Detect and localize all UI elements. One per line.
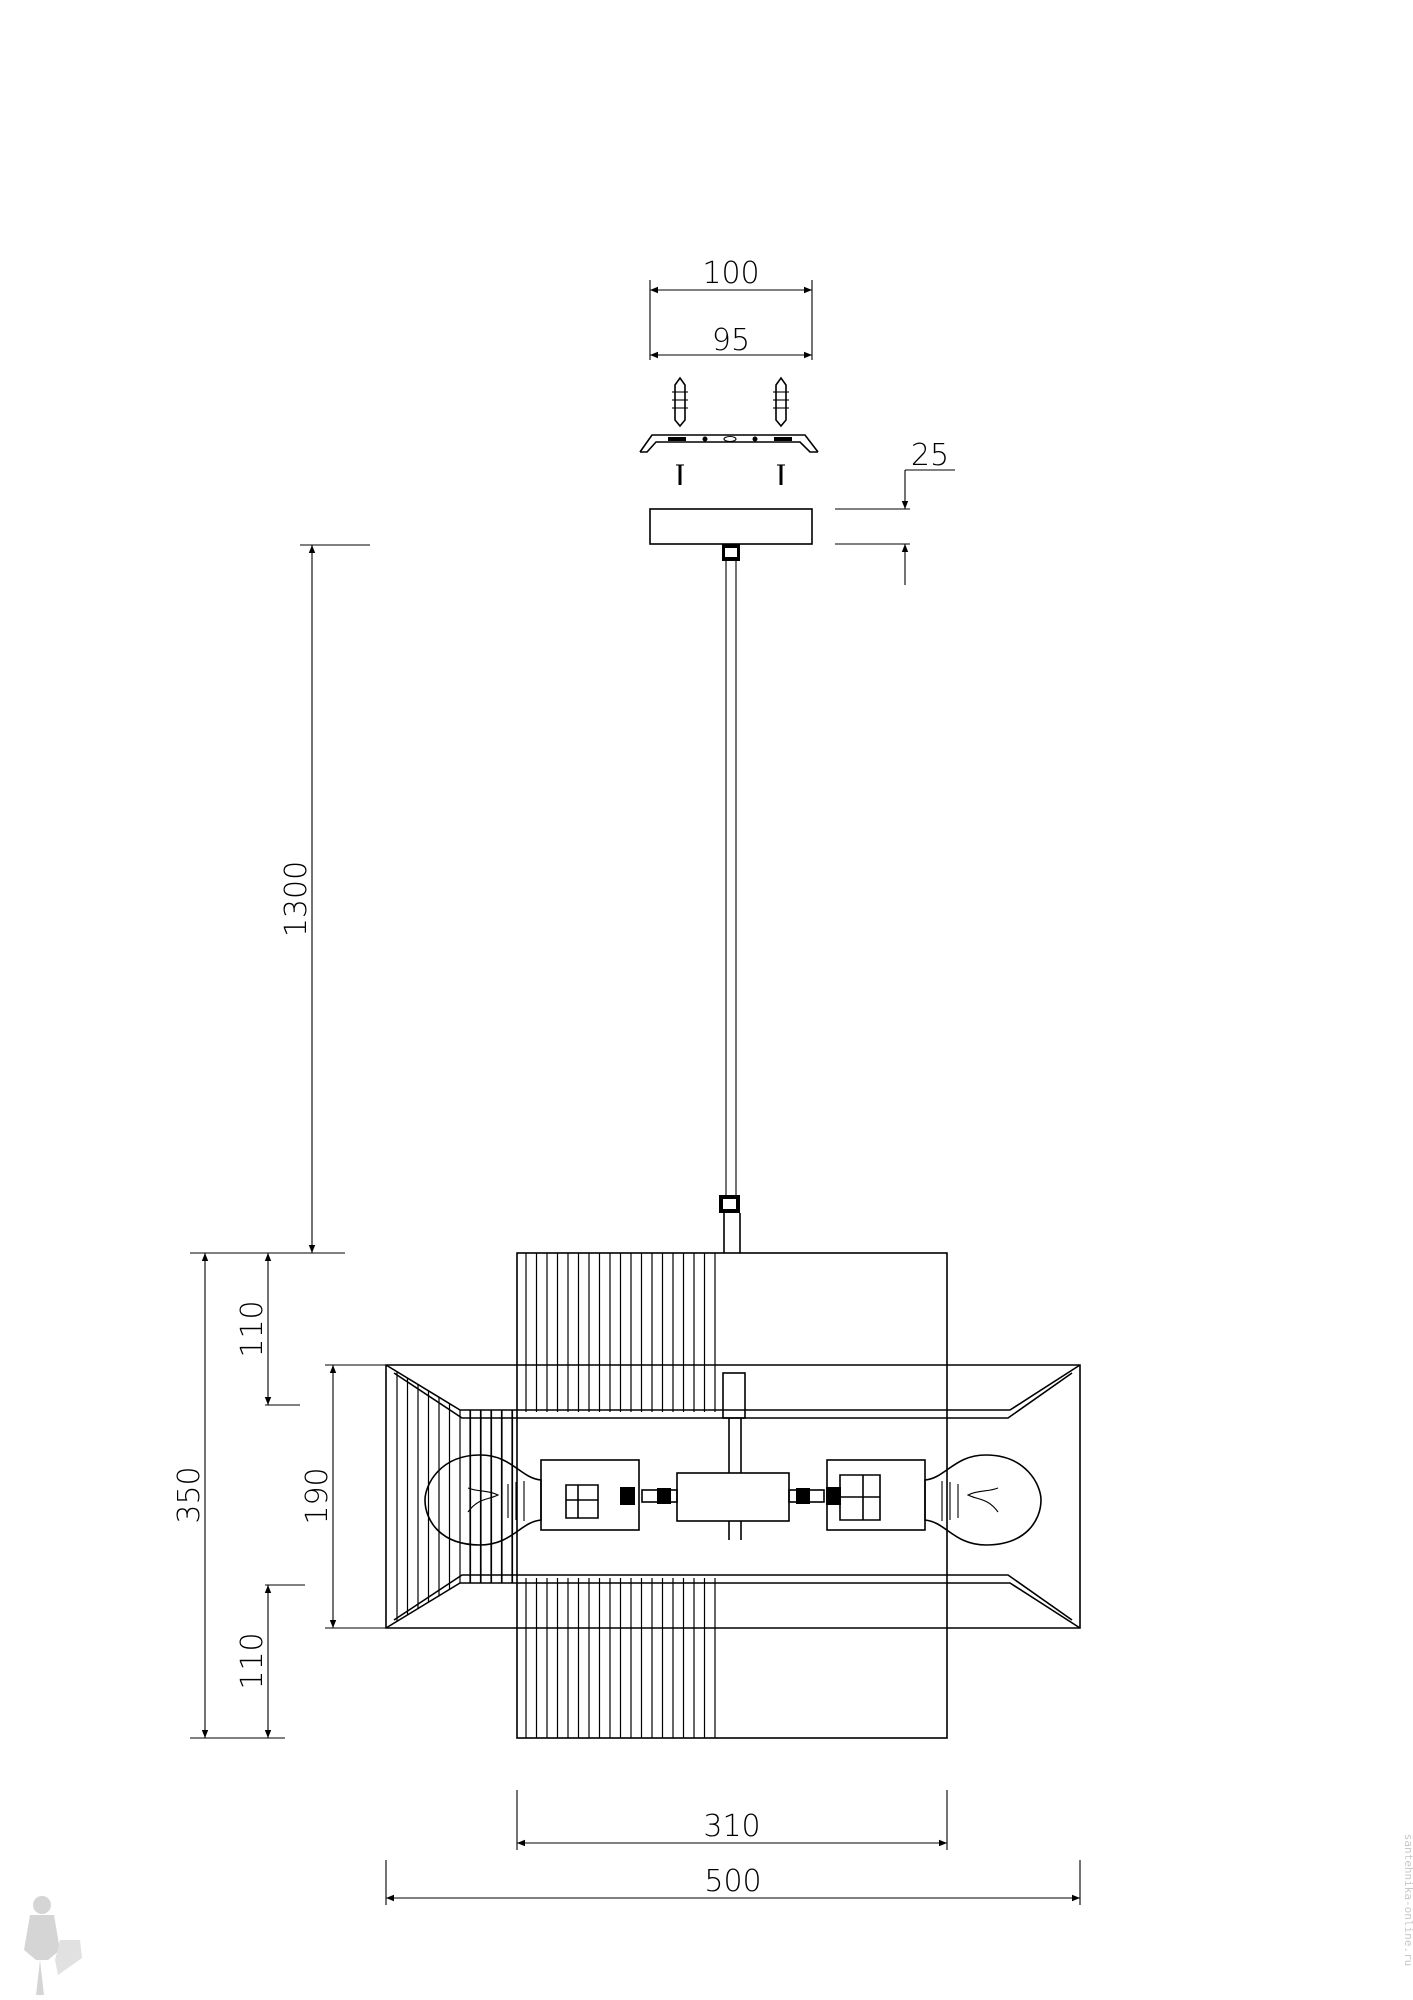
bulb-left-icon — [424, 1454, 542, 1546]
brand-logo — [24, 1896, 82, 1995]
dim-shade-height: 190 — [300, 1364, 386, 1629]
dim-label-25: 25 — [911, 438, 949, 473]
bulb-right-icon — [924, 1454, 1042, 1546]
inner-shade-frame — [516, 1252, 948, 1739]
dim-top-width: 100 — [649, 256, 813, 360]
dim-label-95: 95 — [712, 323, 750, 358]
dim-label-1300: 1300 — [279, 861, 314, 937]
dim-label-110-lower: 110 — [235, 1632, 270, 1689]
wall-plug-right-icon — [773, 376, 789, 428]
dim-upper-band: 110 — [235, 1253, 300, 1406]
dim-label-110-upper: 110 — [235, 1300, 270, 1357]
dim-label-310: 310 — [703, 1809, 760, 1844]
shade-rods — [396, 1253, 716, 1738]
dim-total-height: 350 — [172, 1253, 285, 1739]
screw-left-icon — [676, 464, 684, 485]
dim-inner-width: 310 — [516, 1790, 948, 1850]
mounting-bracket — [639, 434, 819, 453]
dim-label-350: 350 — [172, 1466, 207, 1523]
dim-label-190: 190 — [300, 1467, 335, 1524]
watermark-text: santehnika-online.ru — [1402, 1834, 1413, 1966]
dim-bracket-width: 95 — [650, 323, 812, 359]
ceiling-canopy — [649, 508, 813, 545]
outer-shade-frame — [385, 1364, 1081, 1629]
dim-lower-band: 110 — [235, 1584, 305, 1738]
dim-cable-length: 1300 — [190, 544, 370, 1254]
dim-canopy-height: 25 — [835, 438, 955, 585]
dim-label-100: 100 — [702, 256, 759, 291]
central-hub — [676, 1472, 790, 1522]
screw-right-icon — [777, 464, 785, 485]
dim-label-500: 500 — [704, 1864, 761, 1899]
wall-plug-left-icon — [672, 376, 688, 428]
dim-total-width: 500 — [385, 1860, 1081, 1905]
pendant-lamp — [385, 1195, 1081, 1739]
